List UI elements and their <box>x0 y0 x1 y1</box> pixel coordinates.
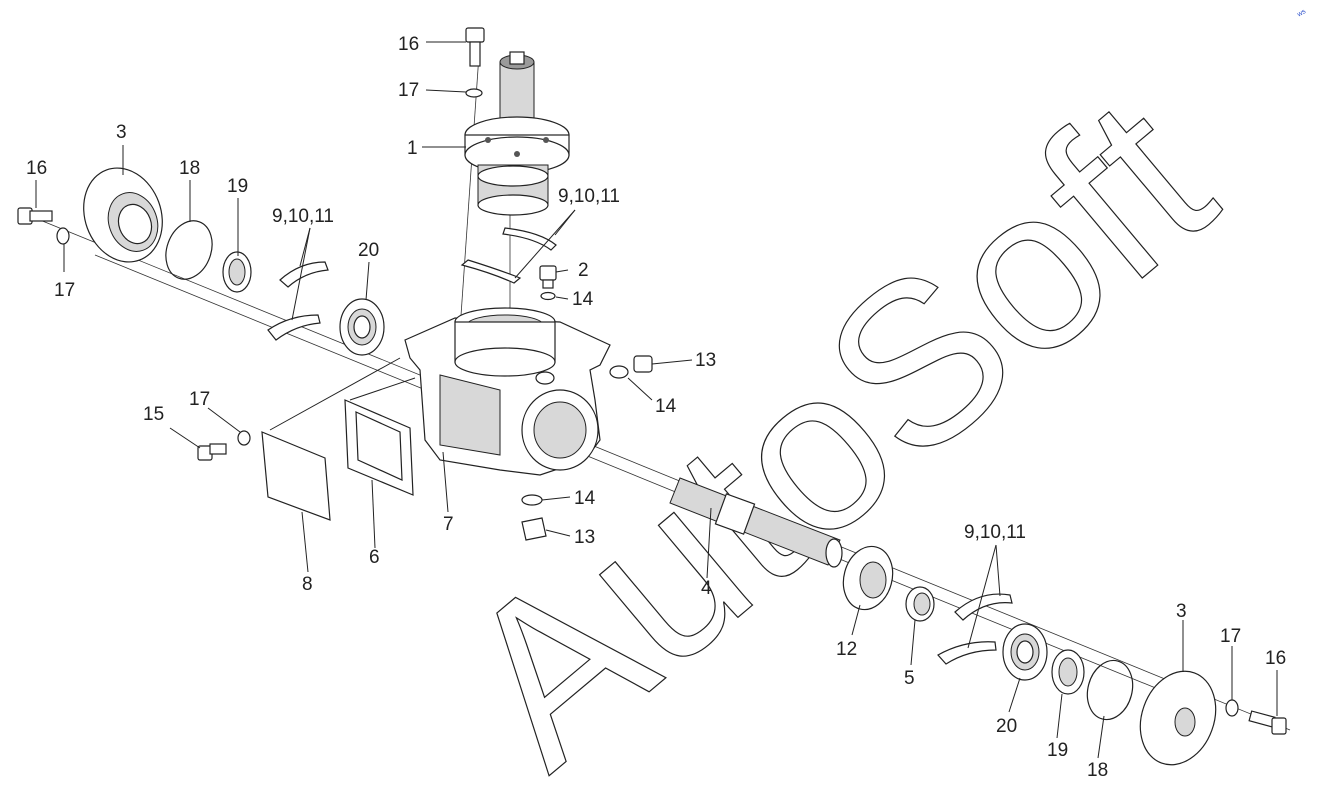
label-2: 2 <box>578 260 589 281</box>
label-17-left: 17 <box>54 280 75 301</box>
label-18-left: 18 <box>179 158 200 179</box>
washer-right <box>1225 699 1239 717</box>
label-13-bottom: 13 <box>574 527 595 548</box>
label-4: 4 <box>701 578 712 599</box>
seal-right <box>1051 649 1085 695</box>
part-labels: 16 17 1 9,10,11 2 14 13 14 14 13 3 16 18… <box>26 34 1286 781</box>
leader-lines <box>35 41 1278 759</box>
label-19-right: 19 <box>1047 740 1068 761</box>
label-17-right: 17 <box>1220 626 1241 647</box>
label-15: 15 <box>143 404 164 425</box>
cover-plate <box>261 431 331 521</box>
oring-right <box>1086 659 1134 721</box>
flange-right <box>1139 670 1217 766</box>
flange-left <box>83 167 163 263</box>
sleeve <box>842 545 894 611</box>
label-14-top: 14 <box>572 289 594 310</box>
label-20-left: 20 <box>358 240 379 261</box>
label-9-10-11-top: 9,10,11 <box>558 186 620 207</box>
label-17-top: 17 <box>398 80 419 101</box>
label-13-right: 13 <box>695 350 716 371</box>
plug-bottom <box>521 494 547 541</box>
label-9-10-11-left: 9,10,11 <box>272 206 334 227</box>
label-16-right: 16 <box>1265 648 1286 669</box>
bolt-left <box>17 207 53 225</box>
label-20-right: 20 <box>996 716 1017 737</box>
bolt-top <box>465 27 485 67</box>
oring-left <box>165 220 213 280</box>
shims-right <box>937 593 1013 665</box>
bearing-right <box>1002 623 1048 681</box>
label-12: 12 <box>836 639 857 660</box>
shims-top <box>460 227 557 284</box>
label-14-right: 14 <box>655 396 677 417</box>
gasket <box>344 399 414 496</box>
label-3-right: 3 <box>1176 601 1187 622</box>
label-5: 5 <box>904 668 915 689</box>
bolt-cover <box>197 443 227 461</box>
washer-top <box>465 88 483 98</box>
washer-left <box>56 227 70 245</box>
splined-shaft <box>669 477 843 568</box>
label-1: 1 <box>407 138 418 159</box>
label-18-right: 18 <box>1087 760 1108 781</box>
shims-left <box>267 261 329 341</box>
gearbox-housing <box>404 307 611 476</box>
label-19-left: 19 <box>227 176 248 197</box>
label-14-bottom: 14 <box>574 488 596 509</box>
seal-left <box>222 251 252 293</box>
corner-mark: ws <box>1295 8 1307 19</box>
bolt-right <box>1248 710 1287 735</box>
label-7: 7 <box>443 514 454 535</box>
washer-cover <box>237 430 251 446</box>
label-16-left: 16 <box>26 158 47 179</box>
label-8: 8 <box>302 574 313 595</box>
label-6: 6 <box>369 547 380 568</box>
label-9-10-11-right: 9,10,11 <box>964 522 1026 543</box>
label-17-cover: 17 <box>189 389 210 410</box>
label-3-left: 3 <box>116 122 127 143</box>
plug-right <box>609 355 653 379</box>
gear-assembly <box>464 51 570 216</box>
plug-top <box>539 265 557 301</box>
bearing-left <box>339 298 385 356</box>
label-16-top: 16 <box>398 34 419 55</box>
spacer <box>905 586 935 622</box>
